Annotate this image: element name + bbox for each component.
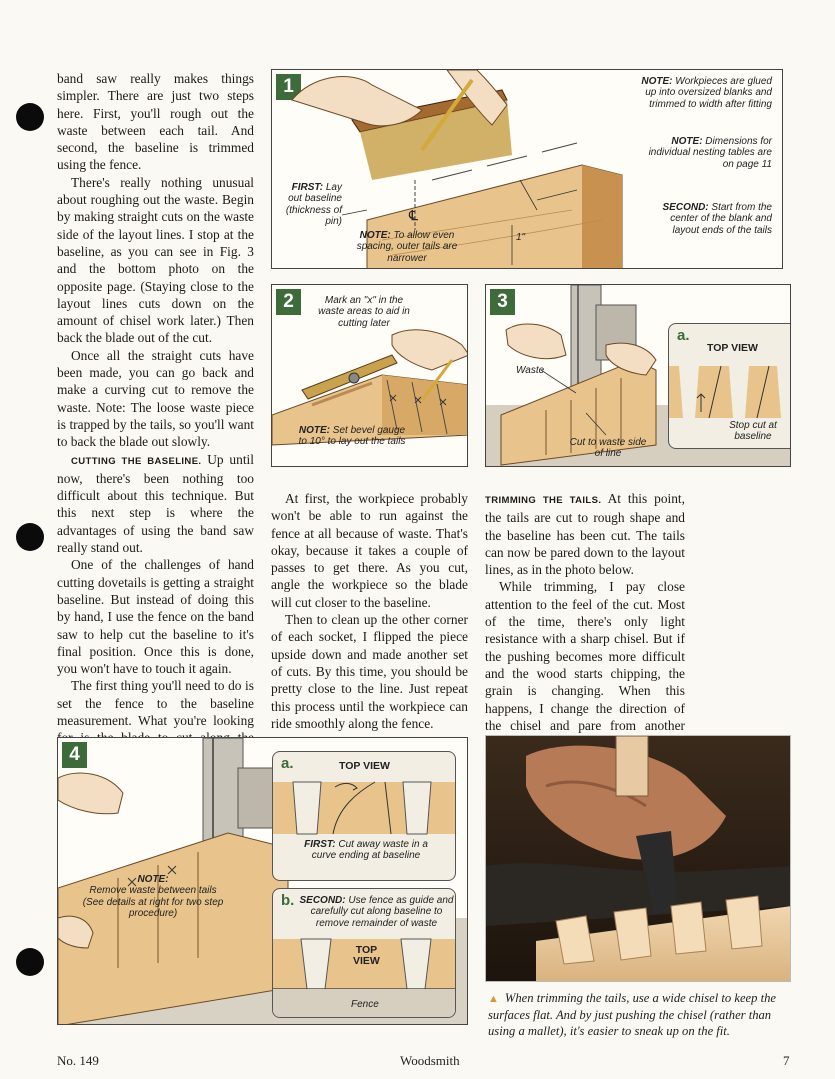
footer-magazine: Woodsmith [400,1053,460,1068]
figure-4-inset-b-fence-label: Fence [351,999,379,1010]
figure-2-note-bevel: NOTE: Set bevel gauge to 10° to lay out … [298,425,406,448]
figure-3-inset-note: Stop cut at baseline [729,420,777,443]
figure-4-inset-a-title: TOP VIEW [339,760,390,772]
figure-4-inset-a-note: FIRST: Cut away waste in a curve ending … [304,839,428,862]
figure-1-note-dimensions: NOTE: Dimensions for individual nesting … [648,136,772,170]
figure-4-inset-b-title: TOP VIEW [353,944,380,967]
figure-3-inset-drawing [669,365,790,419]
figure-3-number: 3 [490,289,515,315]
col3-paragraph-2: While trimming, I pay close attention to… [485,579,685,750]
figure-4-inset-a-letter: a. [281,755,294,772]
figure-4-inset-b: b. SECOND: Use fence as guide and carefu… [272,888,456,1018]
figure-2-note-mark: Mark an "x" in the waste areas to aid in… [318,295,410,329]
figure-4-note: NOTE: Remove waste between tails (See de… [82,874,224,919]
figure-1: 1 NOTE: Workpieces are glued up into ove… [271,69,783,269]
figure-1-note-second: SECOND: Start from the center of the bla… [662,202,772,236]
column-3-text: Trimming the Tails. At this point, the t… [485,490,685,751]
figure-4-number: 4 [62,742,87,768]
chisel-trimming-photo [485,735,791,982]
figure-1-note-first: FIRST: Lay out baseline (thickness of pi… [285,182,342,227]
caption-triangle-icon: ▲ [488,993,499,1005]
figure-3-inset-top-view: a. TOP VIEW Stop cut at baseline [668,323,790,449]
figure-4-inset-a-drawing [273,781,455,835]
chisel-photo-illustration [486,736,790,981]
figure-4-inset-a: a. TOP VIEW FIRST: Cut away waste in a c… [272,751,456,881]
figure-1-center-mark: ℄ [409,207,418,223]
figure-4-inset-b-note: SECOND: Use fence as guide and carefully… [299,895,454,929]
column-1-text: band saw really makes things simpler. Th… [57,70,254,781]
footer-issue: No. 149 [57,1053,99,1068]
figure-3-illustration [486,285,790,466]
footer-page-number: 7 [783,1053,790,1068]
figure-3: 3 Waste Cut to waste side of line a. TOP… [485,284,791,467]
figure-1-illustration [291,70,623,268]
figure-1-note-workpieces: NOTE: Workpieces are glued up into overs… [641,76,772,110]
figure-4: 4 NOTE: Remove waste between tails (See … [57,737,468,1025]
col1-paragraph-2: There's really nothing unusual about rou… [57,174,254,346]
photo-caption-text: When trimming the tails, use a wide chis… [488,991,776,1038]
figure-3-cut-label: Cut to waste side of line [569,437,647,460]
figure-4-inset-b-drawing [273,938,455,1017]
figure-2-number: 2 [276,289,301,315]
figure-3-inset-letter: a. [677,327,690,344]
figure-2: 2 Mark an "x" in the waste areas to aid … [271,284,468,467]
binder-hole-bottom [16,948,44,976]
col3-paragraph-1: At this point, the tails are cut to roug… [485,491,686,578]
col1-paragraph-5: One of the challenges of hand cutting do… [57,557,254,677]
figure-1-dimension-label: 1" [516,232,526,243]
runin-trimming-tails: Trimming the Tails. [485,495,602,506]
figure-3-waste-label: Waste [516,365,545,376]
col1-paragraph-3: Once all the straight cuts have been mad… [57,347,254,450]
column-2-text: At first, the workpiece probably won't b… [271,490,468,732]
binder-hole-middle [16,523,44,551]
runin-cutting-baseline: Cutting the Baseline. [71,455,202,467]
figure-3-inset-title: TOP VIEW [707,342,758,354]
figure-4-inset-b-letter: b. [281,892,295,909]
col1-paragraph-4: Up until now, there's been nothing too d… [57,451,254,556]
col2-paragraph-2: Then to clean up the other corner of eac… [271,612,468,731]
figure-1-note-spacing: NOTE: To allow even spacing, outer tails… [356,230,458,264]
figure-2-illustration [272,329,467,446]
col2-paragraph-1: At first, the workpiece probably won't b… [271,491,468,610]
photo-caption: ▲When trimming the tails, use a wide chi… [488,990,788,1039]
col1-paragraph-1: band saw really makes things simpler. Th… [57,71,254,173]
binder-hole-top [16,103,44,131]
